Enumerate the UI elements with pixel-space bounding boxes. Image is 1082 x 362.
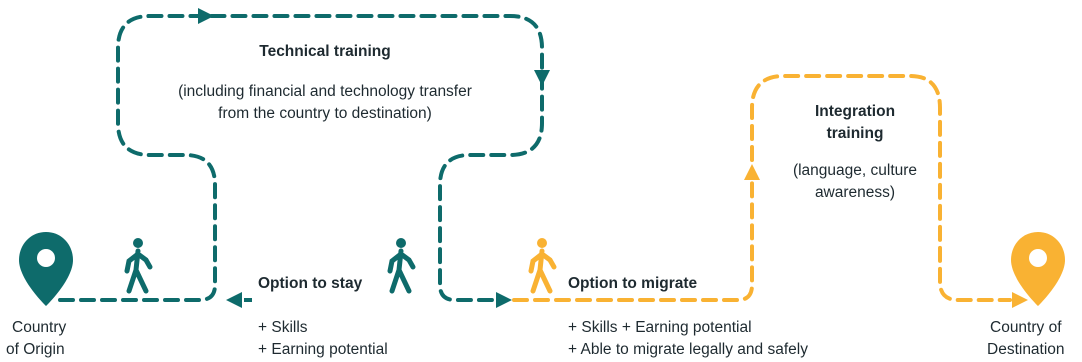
walking-person-icon (387, 238, 416, 294)
stay-benefit-skills: + Skills (258, 319, 308, 336)
integration-training-title-line2: training (826, 125, 884, 142)
arrow-up-icon (744, 164, 760, 180)
arrow-right-icon (496, 292, 512, 308)
option-migrate-label: Option to migrate (568, 275, 698, 292)
walking-person-icon (124, 238, 153, 294)
option-stay-label: Option to stay (258, 275, 363, 292)
integration-loop-top (750, 74, 1012, 302)
origin-pin-icon (19, 232, 73, 306)
walking-person-icon (528, 238, 557, 294)
migrate-benefit-legal: + Able to migrate legally and safely (568, 341, 808, 358)
integration-training-title-line1: Integration (814, 103, 896, 120)
integration-training-desc-line1: (language, culture (792, 162, 918, 179)
technical-training-desc-line1: (including financial and technology tran… (178, 83, 472, 100)
integration-training-desc-line2: awareness) (814, 184, 896, 201)
arrow-right-icon (198, 8, 214, 24)
arrow-down-icon (534, 70, 550, 86)
origin-label-line2: of Origin (6, 341, 65, 358)
technical-training-desc-line2: from the country to destination) (218, 105, 432, 122)
technical-training-loop (58, 14, 544, 302)
destination-pin-icon (1011, 232, 1065, 306)
arrow-left-icon (226, 292, 242, 308)
origin-label-line1: Country (12, 319, 67, 336)
migrate-benefit-skills-earning: + Skills + Earning potential (568, 319, 752, 336)
arrow-right-icon (1012, 292, 1028, 308)
destination-label-line1: Country of (990, 319, 1062, 336)
stay-benefit-earning: + Earning potential (258, 341, 388, 358)
integration-training-loop (512, 180, 754, 302)
technical-training-title: Technical training (259, 43, 391, 60)
destination-label-line2: Destination (987, 341, 1065, 358)
